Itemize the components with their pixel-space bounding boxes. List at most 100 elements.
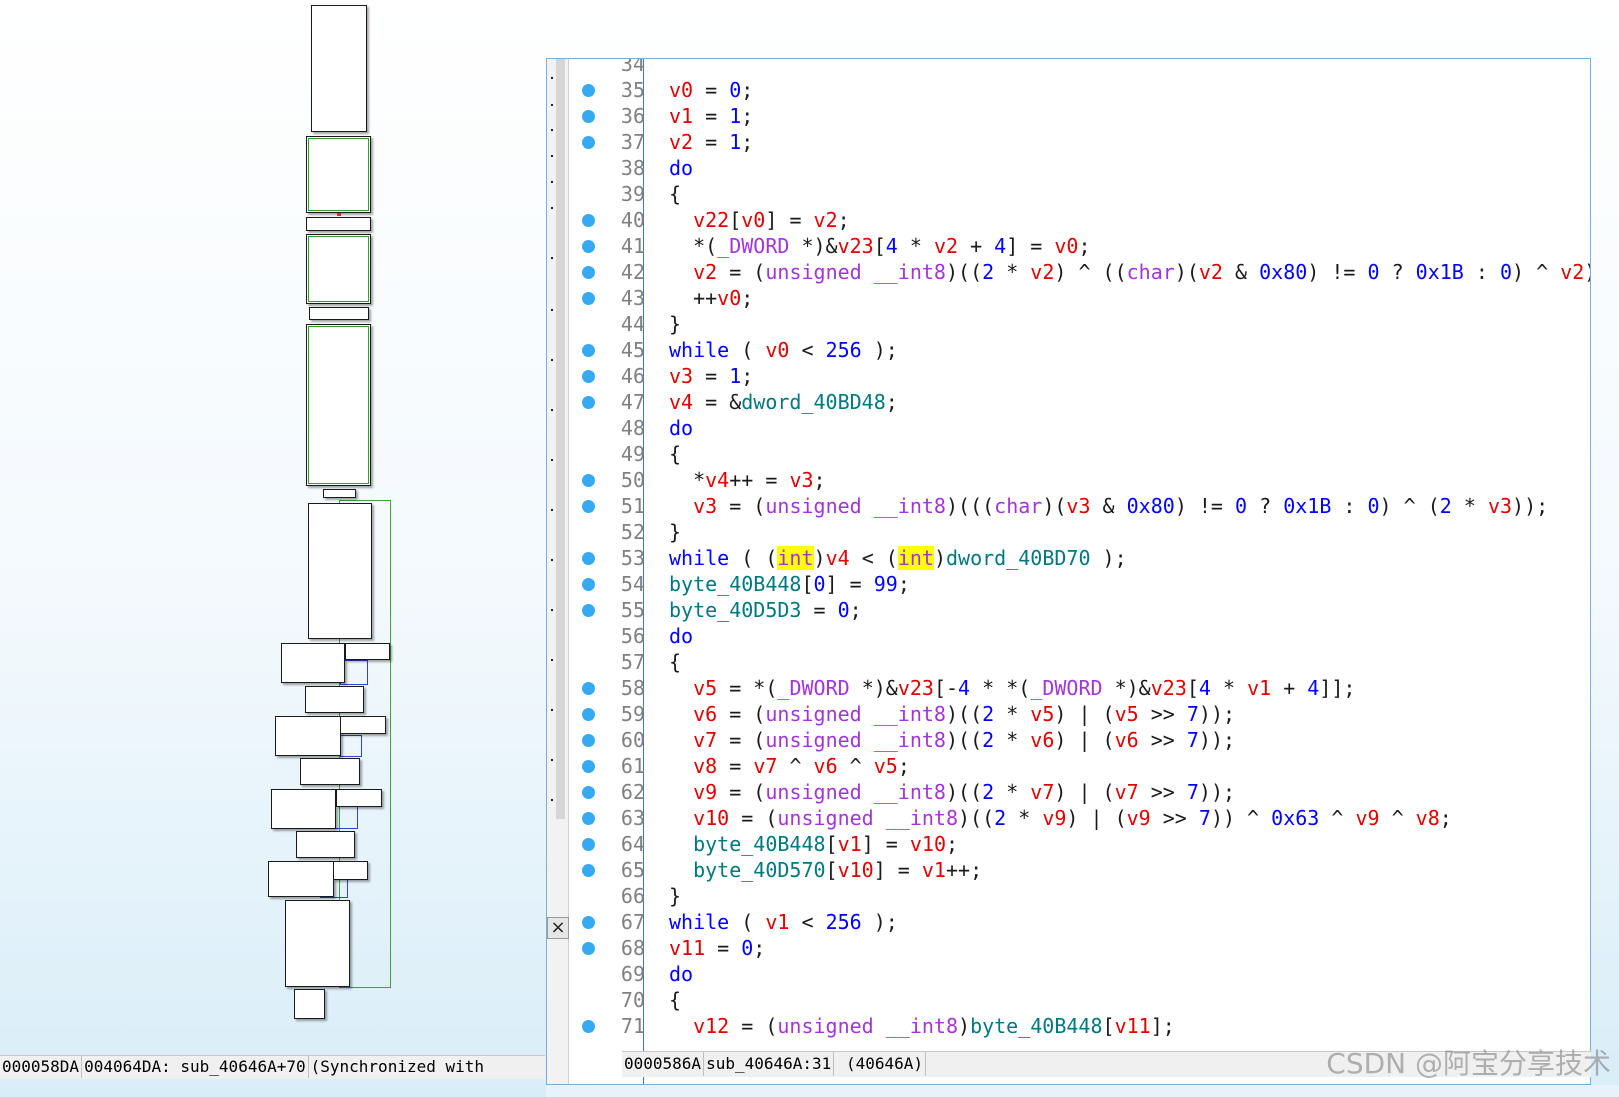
vertical-scrollbar[interactable] bbox=[547, 59, 569, 1084]
code-text[interactable]: v12 = (unsigned __int8)byte_40B448[v11]; bbox=[693, 1014, 1175, 1038]
code-line[interactable]: 71 v12 = (unsigned __int8)byte_40B448[v1… bbox=[569, 1013, 1590, 1039]
code-line[interactable]: 64 byte_40B448[v1] = v10; bbox=[569, 831, 1590, 857]
code-line[interactable]: 60 v7 = (unsigned __int8)((2 * v6) | (v6… bbox=[569, 727, 1590, 753]
breakpoint-dot-icon[interactable] bbox=[582, 864, 595, 877]
code-line[interactable]: 61 v8 = v7 ^ v6 ^ v5; bbox=[569, 753, 1590, 779]
breakpoint-dot-icon[interactable] bbox=[582, 396, 595, 409]
code-text[interactable]: byte_40D5D3 = 0; bbox=[669, 598, 862, 622]
breakpoint-dot-icon[interactable] bbox=[582, 500, 595, 513]
code-text[interactable]: ++v0; bbox=[669, 286, 754, 310]
code-text[interactable]: v2 = (unsigned __int8)((2 * v2) ^ ((char… bbox=[693, 260, 1590, 284]
code-text[interactable]: v10 = (unsigned __int8)((2 * v9) | (v9 >… bbox=[693, 806, 1452, 830]
code-text[interactable]: byte_40B448[0] = 99; bbox=[669, 572, 910, 596]
breakpoint-dot-icon[interactable] bbox=[582, 786, 595, 799]
breakpoint-dot-icon[interactable] bbox=[582, 838, 595, 851]
code-text[interactable]: { bbox=[669, 988, 682, 1012]
graph-node[interactable] bbox=[309, 307, 369, 320]
code-text[interactable]: } bbox=[669, 884, 682, 908]
close-icon[interactable]: × bbox=[547, 917, 569, 939]
breakpoint-dot-icon[interactable] bbox=[582, 760, 595, 773]
code-text[interactable]: { bbox=[669, 442, 682, 466]
graph-node[interactable] bbox=[306, 324, 371, 486]
breakpoint-dot-icon[interactable] bbox=[582, 708, 595, 721]
code-line[interactable]: 65 byte_40D570[v10] = v1++; bbox=[569, 857, 1590, 883]
graph-node[interactable] bbox=[306, 234, 371, 304]
graph-node[interactable] bbox=[340, 716, 386, 734]
breakpoint-dot-icon[interactable] bbox=[582, 240, 595, 253]
breakpoint-dot-icon[interactable] bbox=[582, 136, 595, 149]
code-text[interactable]: do bbox=[669, 624, 694, 648]
code-line[interactable]: 59 v6 = (unsigned __int8)((2 * v5) | (v5… bbox=[569, 701, 1590, 727]
code-text[interactable]: v5 = *(_DWORD *)&v23[-4 * *(_DWORD *)&v2… bbox=[693, 676, 1356, 700]
code-text[interactable]: v11 = 0; bbox=[669, 936, 766, 960]
code-text[interactable]: v3 = 1; bbox=[669, 364, 754, 388]
code-text[interactable]: v9 = (unsigned __int8)((2 * v7) | (v7 >>… bbox=[693, 780, 1236, 804]
code-text[interactable]: while ( (int)v4 < (int)dword_40BD70 ); bbox=[669, 546, 1127, 570]
code-text[interactable]: v4 = &dword_40BD48; bbox=[669, 390, 898, 414]
code-text[interactable]: while ( v0 < 256 ); bbox=[669, 338, 898, 362]
graph-node[interactable] bbox=[281, 643, 345, 683]
code-line[interactable]: 34 bbox=[569, 59, 1590, 77]
code-text[interactable]: v1 = 1; bbox=[669, 104, 754, 128]
code-text[interactable]: *v4++ = v3; bbox=[669, 468, 826, 492]
code-text[interactable]: byte_40D570[v10] = v1++; bbox=[693, 858, 983, 882]
code-text[interactable]: v3 = (unsigned __int8)(((char)(v3 & 0x80… bbox=[693, 494, 1549, 518]
code-text[interactable]: } bbox=[669, 520, 682, 544]
code-line[interactable]: 57{ bbox=[569, 649, 1590, 675]
breakpoint-dot-icon[interactable] bbox=[582, 552, 595, 565]
code-line[interactable]: 39{ bbox=[569, 181, 1590, 207]
graph-node[interactable] bbox=[311, 5, 367, 132]
graph-node[interactable] bbox=[268, 861, 334, 897]
breakpoint-dot-icon[interactable] bbox=[582, 942, 595, 955]
graph-node[interactable] bbox=[306, 136, 371, 213]
code-line[interactable]: 70{ bbox=[569, 987, 1590, 1013]
breakpoint-dot-icon[interactable] bbox=[582, 110, 595, 123]
code-line[interactable]: 42 v2 = (unsigned __int8)((2 * v2) ^ ((c… bbox=[569, 259, 1590, 285]
breakpoint-dot-icon[interactable] bbox=[582, 214, 595, 227]
code-line[interactable]: 49{ bbox=[569, 441, 1590, 467]
code-line[interactable]: 58 v5 = *(_DWORD *)&v23[-4 * *(_DWORD *)… bbox=[569, 675, 1590, 701]
scrollbar-thumb[interactable] bbox=[556, 59, 565, 819]
graph-node[interactable] bbox=[271, 789, 336, 829]
breakpoint-dot-icon[interactable] bbox=[582, 292, 595, 305]
graph-node[interactable] bbox=[296, 831, 355, 858]
graph-node[interactable] bbox=[275, 716, 341, 756]
code-text[interactable]: do bbox=[669, 156, 694, 180]
code-text[interactable]: v2 = 1; bbox=[669, 130, 754, 154]
graph-node[interactable] bbox=[336, 789, 382, 807]
breakpoint-dot-icon[interactable] bbox=[582, 266, 595, 279]
breakpoint-dot-icon[interactable] bbox=[582, 84, 595, 97]
code-text[interactable]: v0 = 0; bbox=[669, 78, 754, 102]
code-text[interactable]: v8 = v7 ^ v6 ^ v5; bbox=[693, 754, 910, 778]
code-text[interactable]: do bbox=[669, 962, 694, 986]
breakpoint-dot-icon[interactable] bbox=[582, 682, 595, 695]
graph-node[interactable] bbox=[305, 686, 364, 713]
code-text[interactable]: while ( v1 < 256 ); bbox=[669, 910, 898, 934]
graph-overview[interactable] bbox=[0, 0, 545, 1055]
code-text[interactable]: v22[v0] = v2; bbox=[693, 208, 850, 232]
graph-node[interactable] bbox=[285, 900, 350, 987]
code-line[interactable]: 43 ++v0; bbox=[569, 285, 1590, 311]
breakpoint-dot-icon[interactable] bbox=[582, 344, 595, 357]
code-text[interactable]: v6 = (unsigned __int8)((2 * v5) | (v5 >>… bbox=[693, 702, 1236, 726]
code-text[interactable]: byte_40B448[v1] = v10; bbox=[693, 832, 959, 856]
code-text[interactable]: v7 = (unsigned __int8)((2 * v6) | (v6 >>… bbox=[693, 728, 1236, 752]
breakpoint-dot-icon[interactable] bbox=[582, 474, 595, 487]
code-text[interactable]: } bbox=[669, 312, 682, 336]
breakpoint-dot-icon[interactable] bbox=[582, 812, 595, 825]
breakpoint-dot-icon[interactable] bbox=[582, 734, 595, 747]
